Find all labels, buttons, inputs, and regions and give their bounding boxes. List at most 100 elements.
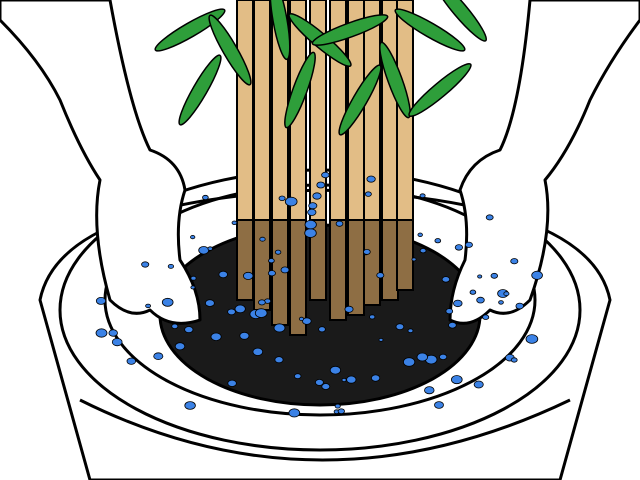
- water-droplet: [363, 248, 371, 255]
- water-droplet: [95, 296, 107, 305]
- water-droplet: [407, 328, 414, 334]
- water-droplet: [395, 323, 405, 331]
- water-droplet: [454, 244, 463, 251]
- water-droplet: [210, 332, 222, 341]
- bamboo-stalk-wet-part: [347, 219, 365, 316]
- water-droplet: [227, 308, 236, 316]
- water-droplet: [434, 238, 442, 244]
- water-droplet: [370, 374, 381, 382]
- water-droplet: [364, 191, 372, 197]
- water-droplet: [167, 263, 174, 269]
- water-droplets: [95, 171, 543, 418]
- water-droplet: [464, 241, 473, 248]
- water-droplet: [202, 194, 209, 201]
- water-droplet: [184, 326, 194, 334]
- bamboo-stalk-wet-part: [329, 219, 347, 321]
- water-droplet: [198, 246, 210, 255]
- water-droplet: [95, 328, 108, 338]
- water-droplet: [485, 214, 494, 221]
- water-droplet: [184, 401, 196, 410]
- water-droplet: [334, 403, 341, 409]
- water-droplet: [450, 375, 463, 385]
- water-droplet: [438, 353, 448, 360]
- water-droplet: [402, 357, 416, 367]
- bamboo-leaf: [208, 14, 252, 86]
- water-droplet: [448, 321, 457, 329]
- water-droplet: [190, 275, 197, 281]
- water-droplet: [416, 352, 429, 362]
- water-droplet: [274, 356, 284, 364]
- water-droplet: [369, 314, 376, 320]
- water-droplet: [258, 299, 266, 306]
- water-droplet: [329, 365, 341, 375]
- water-droplet: [171, 323, 179, 329]
- water-droplet: [316, 181, 326, 189]
- water-droplet: [503, 291, 510, 297]
- water-droplet: [424, 386, 435, 395]
- water-droplet: [378, 337, 384, 342]
- bamboo-stalk-wet-part: [363, 219, 381, 306]
- water-droplet: [318, 326, 326, 333]
- water-droplet: [321, 383, 331, 390]
- water-droplet: [411, 257, 417, 262]
- water-droplet: [490, 272, 498, 279]
- water-droplet: [445, 308, 454, 315]
- bamboo-stalk-wet-part: [309, 219, 327, 301]
- bamboo-stalk-wet-part: [253, 219, 271, 311]
- water-droplet: [314, 378, 324, 386]
- water-droplet: [190, 285, 196, 290]
- water-droplet: [267, 270, 276, 277]
- bamboo-leaf: [379, 41, 411, 119]
- water-droplet: [301, 317, 312, 325]
- water-droplet: [227, 379, 237, 387]
- water-droplet: [111, 337, 123, 347]
- bamboo-leaf: [394, 8, 466, 52]
- water-droplet: [298, 316, 305, 321]
- water-droplet: [239, 331, 250, 340]
- water-droplet: [280, 266, 290, 274]
- water-droplet: [341, 377, 347, 382]
- water-droplet: [525, 334, 539, 344]
- bamboo-leaf: [284, 51, 316, 129]
- bamboo-leaf: [408, 62, 472, 118]
- water-droplet: [477, 274, 483, 279]
- water-droplet: [126, 357, 137, 365]
- water-droplet: [335, 220, 344, 227]
- water-droplet: [376, 272, 385, 279]
- bamboo-leaf: [338, 64, 382, 136]
- water-droplet: [207, 246, 213, 251]
- water-droplet: [161, 297, 174, 307]
- water-droplet: [344, 305, 354, 313]
- bamboo-stalk-wet-part: [396, 219, 414, 291]
- hands: [0, 0, 640, 325]
- water-droplet: [252, 347, 264, 356]
- bamboo-leaf: [178, 54, 222, 126]
- water-droplet: [510, 357, 518, 363]
- water-droplet: [141, 261, 150, 268]
- water-droplet: [288, 408, 301, 418]
- water-droplet: [254, 308, 268, 318]
- water-droplet: [294, 373, 302, 380]
- water-droplet: [174, 342, 186, 351]
- bamboo-stalk-wet-part: [289, 219, 307, 336]
- water-droplet: [453, 299, 463, 308]
- water-droplet: [304, 219, 317, 230]
- bamboo-leaf: [432, 0, 488, 42]
- water-droplet: [273, 323, 286, 333]
- water-droplet: [274, 249, 282, 255]
- water-droplet: [515, 302, 524, 310]
- right-hand: [448, 0, 640, 325]
- water-droplet: [419, 248, 427, 254]
- water-droplet: [108, 329, 118, 337]
- bamboo-stalk-wet-part: [381, 219, 399, 301]
- water-droplet: [242, 271, 254, 280]
- water-droplet: [366, 175, 376, 183]
- water-droplet: [190, 235, 196, 240]
- water-droplet: [145, 303, 152, 309]
- water-droplet: [419, 193, 426, 199]
- water-droplet: [234, 304, 246, 314]
- water-droplet: [312, 192, 322, 200]
- water-droplet: [417, 232, 423, 237]
- water-droplet: [434, 401, 444, 409]
